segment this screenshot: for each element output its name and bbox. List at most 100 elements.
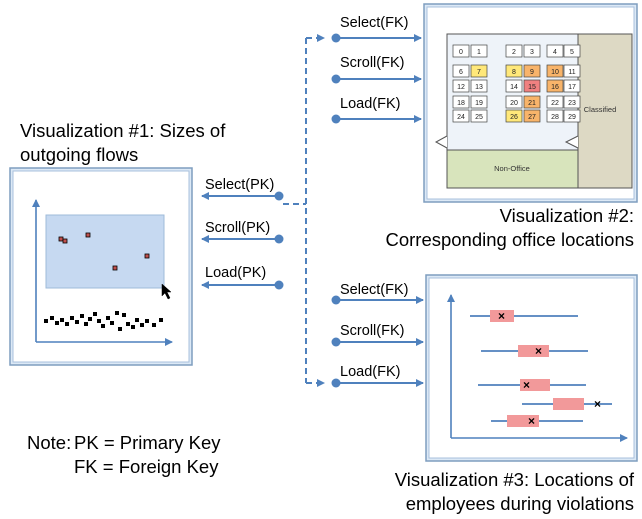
scatter-point[interactable]: [135, 318, 139, 322]
room-cell[interactable]: [470, 64, 488, 78]
room-cell[interactable]: [523, 79, 541, 93]
scatter-point[interactable]: [159, 318, 163, 322]
viz1-scatter-points: [44, 311, 163, 331]
room-cell[interactable]: [563, 79, 581, 93]
room-cell[interactable]: [546, 109, 564, 123]
viz2-load-fk-label[interactable]: Load(FK): [340, 96, 401, 112]
viz1-select-pk-label[interactable]: Select(PK): [205, 177, 275, 193]
scatter-point[interactable]: [122, 313, 126, 317]
room-number: 16: [551, 84, 559, 91]
room-cell[interactable]: [523, 44, 541, 58]
viz1-scroll-pk-label[interactable]: Scroll(PK): [205, 220, 271, 236]
room-cell[interactable]: [563, 64, 581, 78]
scatter-point[interactable]: [60, 318, 64, 322]
non-office-area[interactable]: [446, 149, 579, 189]
scatter-point[interactable]: [93, 312, 97, 316]
room-cell[interactable]: [452, 109, 470, 123]
selected-point[interactable]: [85, 232, 91, 238]
viz2-scroll-fk-label[interactable]: Scroll(FK): [340, 55, 405, 71]
note-pk-definition: PK = Primary Key: [74, 432, 221, 453]
scatter-point[interactable]: [126, 322, 130, 326]
room-cell[interactable]: [523, 95, 541, 109]
room-cell[interactable]: [563, 44, 581, 58]
range-row[interactable]: ×: [481, 344, 588, 358]
range-row[interactable]: ×: [470, 309, 578, 323]
svg-text:×: ×: [523, 378, 530, 392]
range-row[interactable]: ×: [491, 414, 583, 428]
room-cell[interactable]: [546, 95, 564, 109]
room-cell[interactable]: [523, 109, 541, 123]
scatter-point[interactable]: [115, 311, 119, 315]
selected-point[interactable]: [58, 236, 64, 242]
room-number: 4: [553, 49, 557, 56]
note-fk-definition: FK = Foreign Key: [74, 456, 219, 477]
selected-point[interactable]: [112, 265, 118, 271]
scatter-point[interactable]: [65, 322, 69, 326]
room-cell[interactable]: [505, 64, 523, 78]
scatter-point[interactable]: [70, 316, 74, 320]
scatter-point[interactable]: [75, 320, 79, 324]
room-cell[interactable]: [505, 95, 523, 109]
scatter-point[interactable]: [50, 316, 54, 320]
room-cell[interactable]: [470, 44, 488, 58]
scatter-point[interactable]: [44, 319, 48, 323]
room-number: 25: [475, 114, 483, 121]
room-cell[interactable]: [546, 44, 564, 58]
scatter-point[interactable]: [80, 314, 84, 318]
room-number: 3: [530, 49, 534, 56]
room-cell[interactable]: [505, 79, 523, 93]
viz1-title-line1: Visualization #1: Sizes of: [20, 120, 226, 141]
room-number: 20: [510, 100, 518, 107]
scatter-point[interactable]: [55, 321, 59, 325]
door-right: [564, 135, 579, 149]
selected-point[interactable]: [62, 238, 68, 244]
room-cell[interactable]: [470, 95, 488, 109]
viz1-load-pk-label[interactable]: Load(PK): [205, 265, 267, 281]
scatter-point[interactable]: [118, 327, 122, 331]
viz3-title-line2: employees during violations: [405, 493, 634, 514]
viz3-load-fk-label[interactable]: Load(FK): [340, 364, 401, 380]
viz1-chart: [32, 199, 173, 346]
room-cell[interactable]: [470, 79, 488, 93]
classified-area[interactable]: [577, 33, 633, 189]
scatter-point[interactable]: [110, 321, 114, 325]
mouse-cursor-icon: [161, 283, 172, 300]
room-cell[interactable]: [563, 109, 581, 123]
scatter-point[interactable]: [145, 319, 149, 323]
room-cell[interactable]: [523, 64, 541, 78]
scatter-point[interactable]: [84, 322, 88, 326]
viz2-select-fk-label[interactable]: Select(FK): [340, 15, 409, 31]
scatter-point[interactable]: [101, 324, 105, 328]
scatter-point[interactable]: [140, 323, 144, 327]
room-cell[interactable]: [505, 109, 523, 123]
viz3-scroll-fk-label[interactable]: Scroll(FK): [340, 323, 405, 339]
scatter-point[interactable]: [152, 323, 156, 327]
viz2-title-line1: Visualization #2:: [499, 205, 634, 226]
room-cell[interactable]: [505, 44, 523, 58]
viz3-select-fk-label[interactable]: Select(FK): [340, 282, 409, 298]
room-number: 9: [530, 69, 534, 76]
room-number: 18: [457, 100, 465, 107]
viz3-title-line1: Visualization #3: Locations of: [394, 469, 634, 490]
room-cell[interactable]: [452, 64, 470, 78]
scatter-point[interactable]: [131, 325, 135, 329]
room-number: 29: [568, 114, 576, 121]
selected-point[interactable]: [144, 253, 150, 259]
room-cell[interactable]: [563, 95, 581, 109]
room-cell[interactable]: [452, 79, 470, 93]
room-number: 10: [551, 69, 559, 76]
range-row[interactable]: ×: [478, 378, 586, 392]
scatter-point[interactable]: [88, 317, 92, 321]
viz3-chart: × × × × ×: [447, 294, 628, 442]
room-number: 21: [528, 100, 536, 107]
room-cell[interactable]: [470, 109, 488, 123]
range-row[interactable]: ×: [522, 397, 612, 411]
room-cell[interactable]: [452, 44, 470, 58]
room-cell[interactable]: [546, 79, 564, 93]
scatter-point[interactable]: [106, 316, 110, 320]
viz1-selection-rectangle[interactable]: [45, 214, 165, 289]
room-cell[interactable]: [546, 64, 564, 78]
scatter-point[interactable]: [97, 319, 101, 323]
room-cell[interactable]: [452, 95, 470, 109]
